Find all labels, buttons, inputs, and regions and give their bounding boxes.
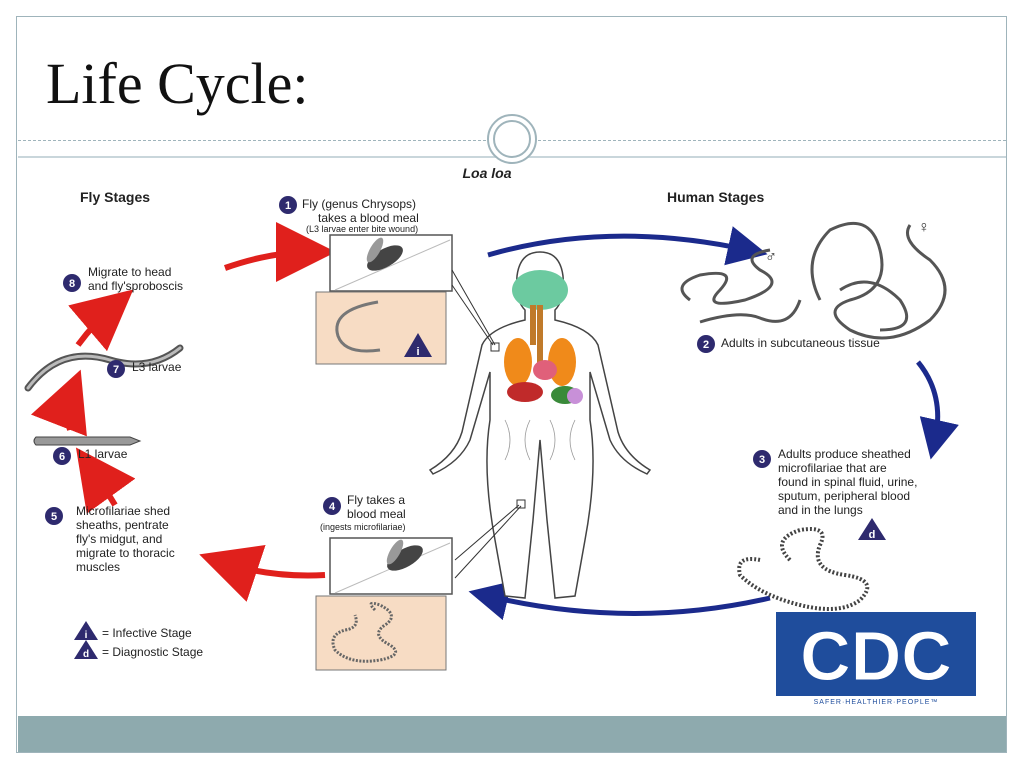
step-1-line-1: Fly (genus Chrysops) xyxy=(302,197,416,211)
legend: i = Infective Stage d = Diagnostic Stage xyxy=(74,621,203,660)
l1-larva-icon xyxy=(33,436,142,446)
step-5-line-1: Microfilariae shed xyxy=(76,504,170,518)
svg-text:i: i xyxy=(416,346,419,358)
female-symbol: ♀ xyxy=(918,219,930,236)
arrow-1-to-2 xyxy=(487,226,768,266)
fly-icon-4 xyxy=(387,545,423,571)
bite-site-upper xyxy=(490,342,500,352)
step-8-badge xyxy=(63,274,81,292)
infective-marker-1 xyxy=(404,333,432,357)
step-5-badge xyxy=(45,507,63,525)
legend-diagnostic-text: = Diagnostic Stage xyxy=(102,645,203,659)
arrow-2-to-3 xyxy=(916,360,959,460)
arrow-8-to-1 xyxy=(223,222,336,283)
brain-organ xyxy=(512,270,568,310)
step-6-line-1: L1 larvae xyxy=(78,447,128,461)
svg-text:d: d xyxy=(83,649,89,660)
step-5-number: 5 xyxy=(51,511,57,523)
step-6-number: 6 xyxy=(59,451,65,463)
step-5-line-4: migrate to thoracic xyxy=(76,546,175,560)
legend-infective-text: = Infective Stage xyxy=(102,626,192,640)
step-8-number: 8 xyxy=(69,278,75,290)
liver-organ xyxy=(507,382,543,402)
step-3-line-4: sputum, peripheral blood xyxy=(778,489,910,503)
l3-larva-icon xyxy=(335,300,381,353)
legend-diagnostic-icon xyxy=(74,640,98,659)
step-8-line-2: and fly'sproboscis xyxy=(88,279,183,293)
fly-icon xyxy=(367,245,403,271)
intestine-organ xyxy=(567,388,583,404)
cdc-logo xyxy=(776,612,976,696)
arrow-5-to-6 xyxy=(75,447,136,514)
human-stages-heading: Human Stages xyxy=(667,189,764,205)
step-7-badge xyxy=(107,360,125,378)
step-4-badge xyxy=(323,497,341,515)
step-4-note: (ingests microfilariae) xyxy=(320,522,406,532)
step-5-line-2: sheaths, pentrate xyxy=(76,518,169,532)
step-1-line-2: takes a blood meal xyxy=(318,211,419,225)
step-4-number: 4 xyxy=(329,501,336,513)
step-6-badge xyxy=(53,447,71,465)
diagnostic-marker-3 xyxy=(858,518,886,540)
male-symbol: ♂ xyxy=(765,249,777,266)
arrow-7-to-8 xyxy=(68,289,134,352)
legend-infective-icon xyxy=(74,621,98,640)
step-3-line-3: found in spinal fluid, urine, xyxy=(778,475,917,489)
step-3-line-2: microfilariae that are xyxy=(778,461,887,475)
divider-ring-inner xyxy=(493,120,531,158)
bite-site-lower xyxy=(516,499,526,509)
fly-stages-heading: Fly Stages xyxy=(80,189,150,205)
step-7-line-1: L3 larvae xyxy=(132,360,182,374)
microfilaria-image xyxy=(737,527,870,611)
step-8-line-1: Migrate to head xyxy=(88,265,171,279)
cdc-logo-text: CDC xyxy=(800,617,952,695)
step-3-number: 3 xyxy=(759,454,765,466)
heart-organ xyxy=(533,360,557,380)
adult-worms-image xyxy=(680,221,947,340)
step-5-line-3: fly's midgut, and xyxy=(76,532,162,546)
svg-text:i: i xyxy=(85,630,88,641)
left-lung-organ xyxy=(504,338,532,386)
cdc-tagline: SAFER·HEALTHIER·PEOPLE™ xyxy=(814,699,939,706)
step-3-line-1: Adults produce sheathed xyxy=(778,447,911,461)
arrow-4-to-5 xyxy=(199,544,326,602)
human-body-figure xyxy=(428,251,652,599)
diagram-title: Loa loa xyxy=(462,165,511,181)
arrow-6-to-7 xyxy=(30,369,87,437)
step-2-badge xyxy=(697,335,715,353)
step-1-badge xyxy=(279,196,297,214)
arrow-3-to-4 xyxy=(468,581,771,621)
svg-text:d: d xyxy=(869,529,876,541)
slide-title: Life Cycle: xyxy=(46,51,309,116)
step-7-number: 7 xyxy=(113,364,119,376)
right-lung-organ xyxy=(548,338,576,386)
step-2-line-1: Adults in subcutaneous tissue xyxy=(721,336,880,350)
step-4-line-1: Fly takes a xyxy=(347,493,405,507)
ingested-microfilaria-icon xyxy=(331,601,398,663)
ingested-microfilaria-image xyxy=(315,595,447,671)
step-3-badge xyxy=(753,450,771,468)
step-3-line-5: and in the lungs xyxy=(778,503,863,517)
step-1-number: 1 xyxy=(285,200,291,212)
step-1-note: (L3 larvae enter bite wound) xyxy=(306,224,418,234)
footer-bar xyxy=(18,716,1006,752)
step-2-number: 2 xyxy=(703,339,709,351)
step-5-line-5: muscles xyxy=(76,560,120,574)
trachea-organ xyxy=(530,305,543,370)
step-4-line-2: blood meal xyxy=(347,507,406,521)
